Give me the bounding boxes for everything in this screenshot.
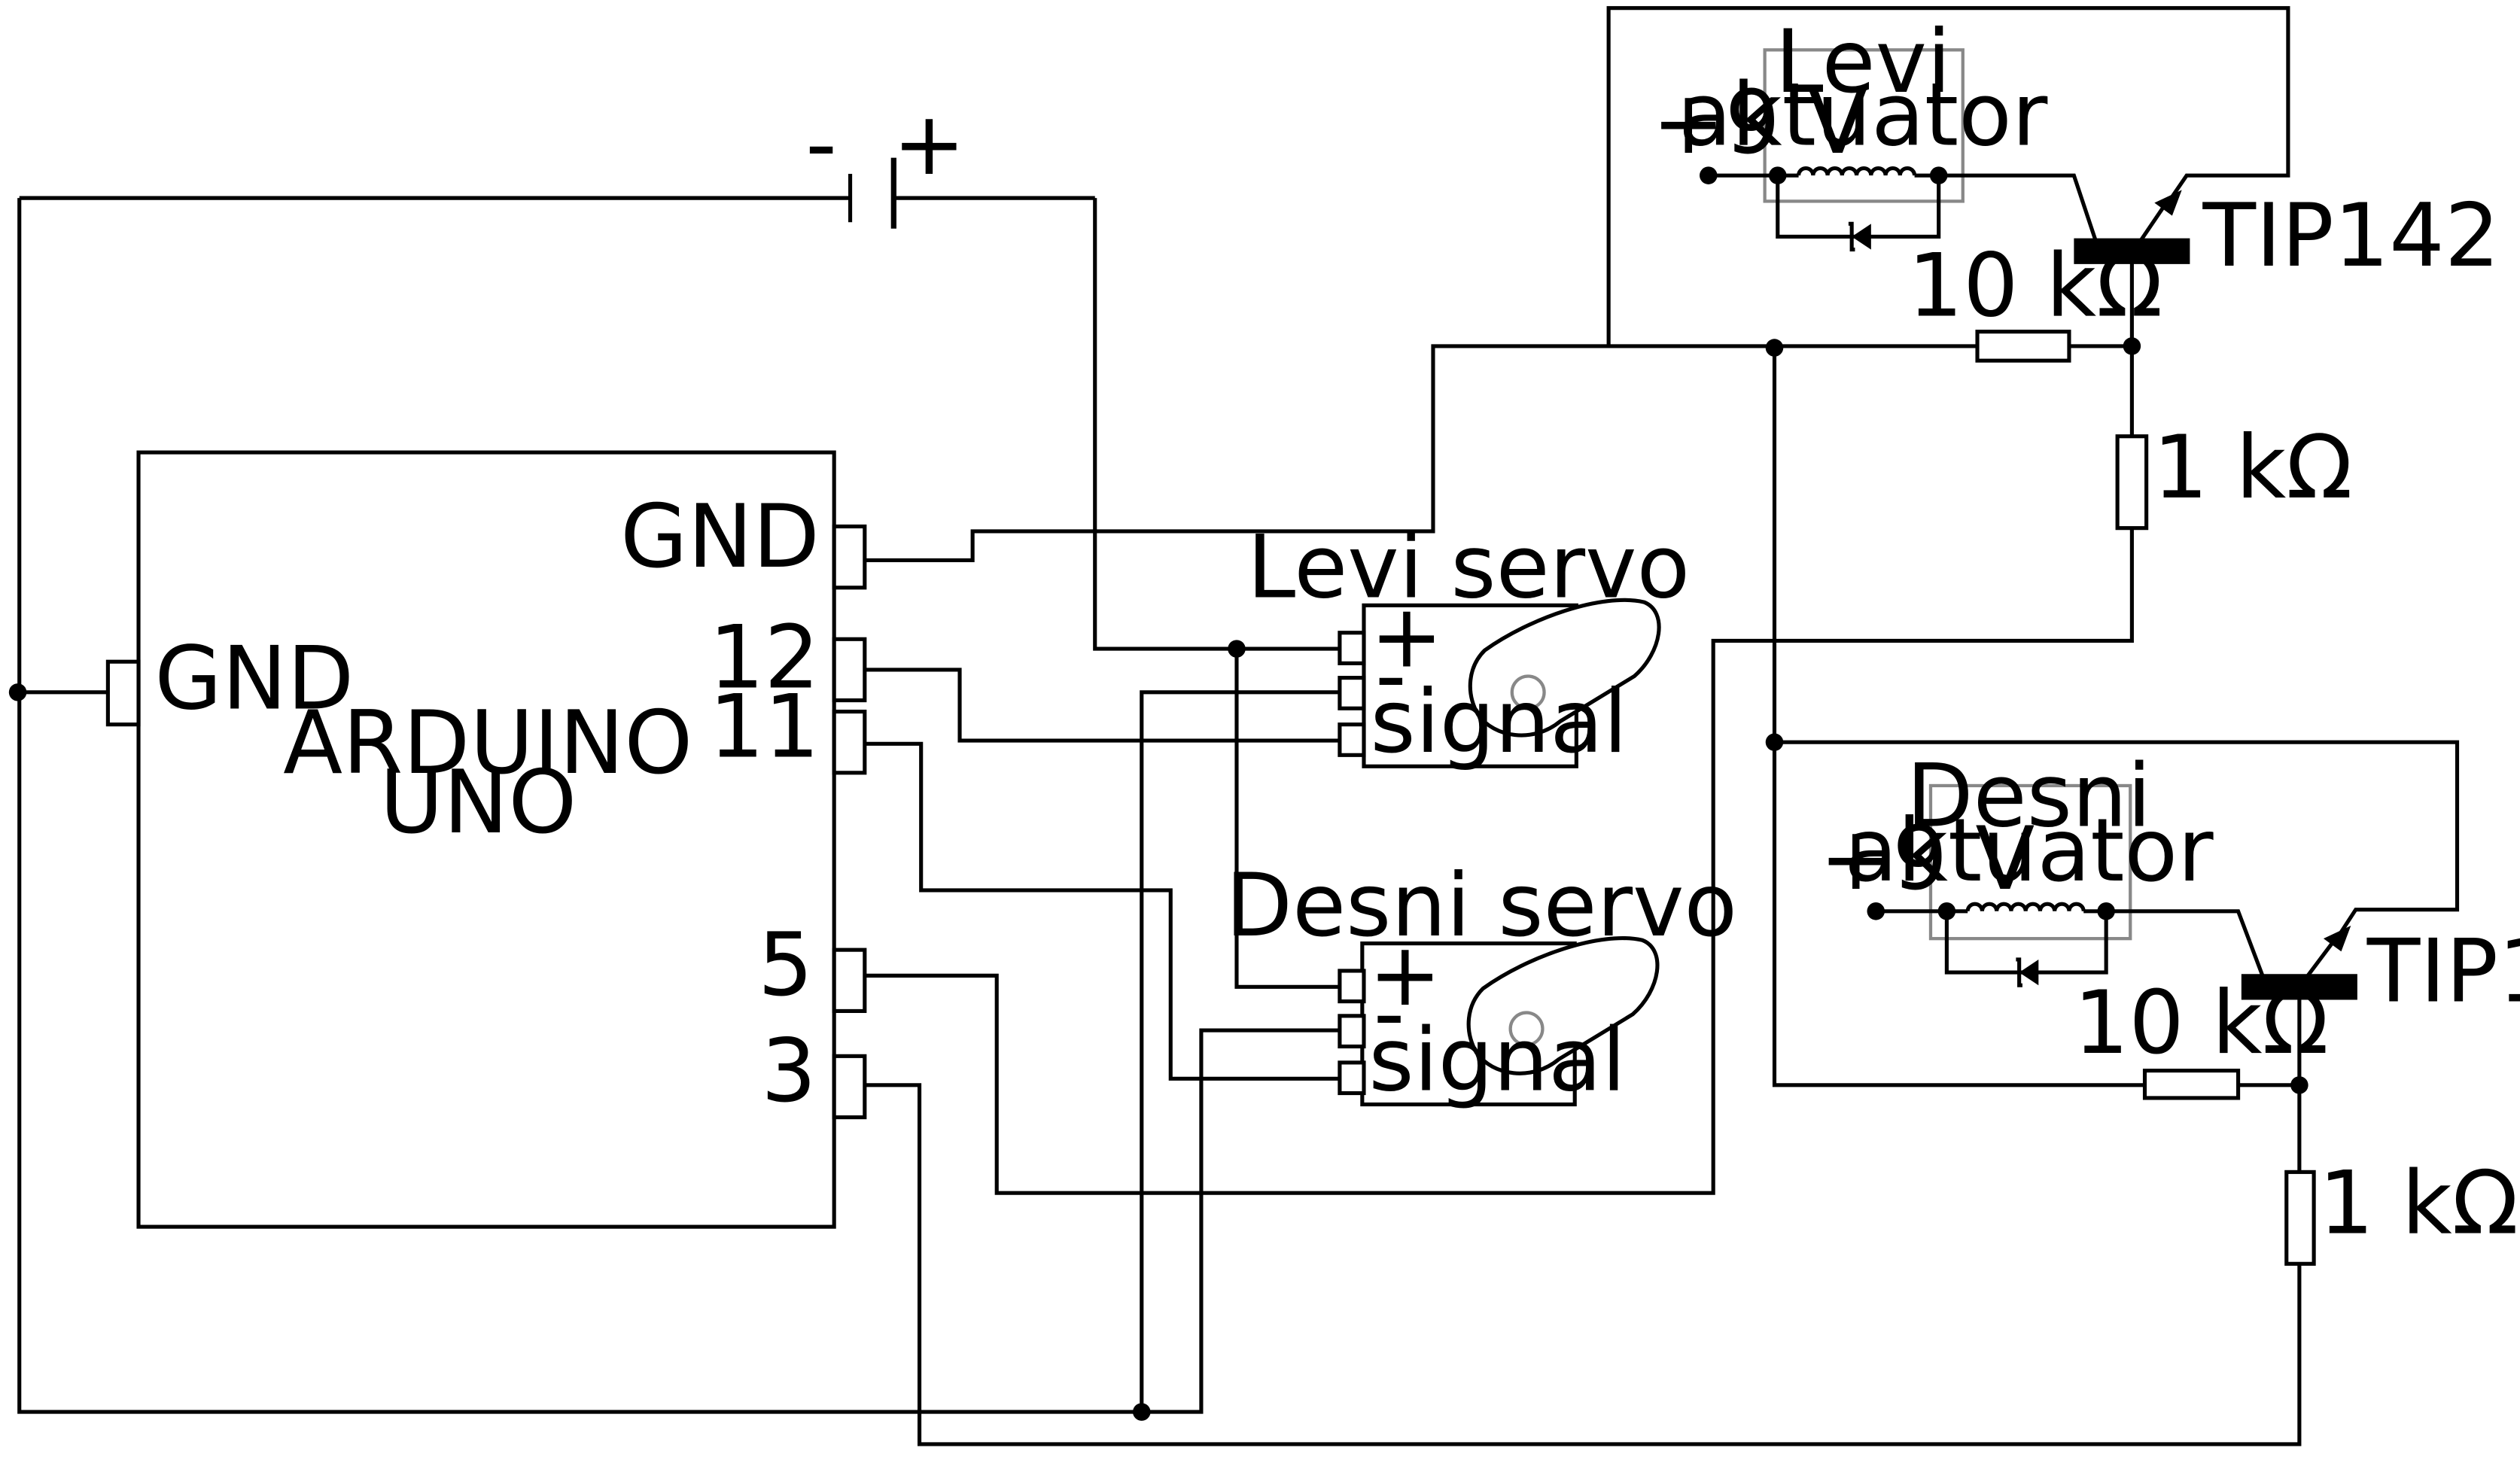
node-left-supply bbox=[1700, 166, 1718, 184]
actuator-left-line2: aktuator bbox=[1678, 65, 2048, 166]
servo-left-title: Levi servo bbox=[1247, 518, 1690, 619]
wire-left-diode-loop bbox=[1776, 175, 1941, 239]
servo-right-minus-label: - bbox=[1374, 963, 1405, 1064]
actuator-left-coil bbox=[1797, 166, 1917, 176]
pin-3-label: 3 bbox=[761, 1021, 817, 1122]
transistor-left-emitter bbox=[2132, 205, 2166, 253]
servo-left-pin-minus bbox=[1338, 676, 1366, 710]
transistor-left-arrow bbox=[2154, 190, 2182, 216]
pin-gnd-left-label: GND bbox=[154, 628, 354, 729]
junction-gnd-bottom bbox=[1133, 1403, 1151, 1421]
servo-right-title: Desni servo bbox=[1225, 856, 1737, 957]
transistor-right-label: TIP142 bbox=[2366, 922, 2520, 1023]
node-right-supply bbox=[1867, 902, 1885, 920]
wire-arduino-gnd-net bbox=[864, 344, 1978, 563]
servo-right-pin-plus bbox=[1338, 969, 1366, 1004]
pin-5 bbox=[832, 948, 867, 1014]
servo-left-pin-plus bbox=[1338, 631, 1366, 665]
transistor-left-label: TIP142 bbox=[2202, 186, 2500, 287]
wire-pin3-base-right bbox=[864, 1083, 2302, 1446]
transistor-right-arrow bbox=[2323, 926, 2351, 952]
pin-11-label: 11 bbox=[709, 677, 820, 777]
wire-ground-main bbox=[17, 198, 1340, 1414]
wire-right-emitter-return bbox=[1774, 740, 2460, 943]
resistor-left-pulldown-label: 1 kΩ bbox=[2153, 418, 2352, 519]
wire-pin11-signal bbox=[864, 741, 1340, 1081]
wire-gnd-vertical-bus bbox=[1772, 345, 2145, 1087]
resistor-right-pulldown bbox=[2284, 1170, 2316, 1266]
wire-pin5-base-left bbox=[864, 528, 2134, 1195]
resistor-right-base bbox=[2142, 1069, 2241, 1100]
junction-servo-plus bbox=[1228, 640, 1246, 658]
resistor-left-base-label: 10 kΩ bbox=[1908, 236, 2163, 336]
servo-left-signal-label: signal bbox=[1371, 672, 1628, 773]
arduino-board bbox=[136, 450, 836, 1229]
wire-servo-right-plus bbox=[1234, 649, 1340, 989]
wire-left-collector bbox=[1938, 173, 2100, 249]
pin-gnd-right bbox=[832, 524, 867, 590]
resistor-left-pulldown bbox=[2115, 434, 2149, 531]
wire-pin12-signal bbox=[864, 668, 1340, 743]
node-right-coil-a bbox=[1937, 902, 1956, 920]
arduino-name-line1: ARDUINO bbox=[283, 693, 692, 794]
servo-right-shaft bbox=[1508, 1011, 1545, 1047]
servo-right-plus-label: + bbox=[1368, 925, 1441, 1026]
servo-right-signal-label: signal bbox=[1368, 1010, 1626, 1111]
junction-gnd-left bbox=[8, 683, 27, 701]
pin-gnd-left bbox=[105, 659, 141, 727]
battery-minus-label: - bbox=[805, 94, 837, 195]
junction-gnd-mid bbox=[1765, 733, 1784, 751]
junction-gnd-top bbox=[1765, 339, 1784, 357]
resistor-right-pulldown-label: 1 kΩ bbox=[2319, 1154, 2518, 1255]
diode-left-bar bbox=[1848, 221, 1855, 252]
actuator-left-box bbox=[1763, 48, 1965, 203]
node-left-coil-a bbox=[1768, 166, 1787, 184]
junction-right-base bbox=[2290, 1076, 2308, 1094]
diode-left bbox=[1852, 224, 1871, 250]
actuator-right-line1: Desni bbox=[1907, 746, 2151, 847]
pin-3 bbox=[832, 1054, 867, 1120]
actuator-right-box bbox=[1928, 783, 2132, 941]
pin-gnd-right-label: GND bbox=[620, 487, 820, 588]
servo-left-minus-label: - bbox=[1375, 625, 1407, 726]
arduino-name-line2: UNO bbox=[379, 753, 577, 853]
servo-right-pin-signal bbox=[1338, 1060, 1366, 1096]
actuator-right-supply: +9 V bbox=[1819, 809, 2035, 910]
actuator-right-coil bbox=[1965, 902, 2086, 912]
diode-right bbox=[2019, 959, 2039, 986]
diode-right-bar bbox=[2016, 957, 2022, 987]
wire-servo-left-minus bbox=[1140, 690, 1340, 1413]
wire-servo-left-plus bbox=[1093, 198, 1340, 651]
pin-12-label: 12 bbox=[709, 607, 820, 708]
actuator-left-supply: +9 V bbox=[1652, 73, 1867, 174]
wire-right-diode-loop bbox=[1944, 911, 2108, 975]
pin-12 bbox=[832, 637, 867, 703]
servo-right-pin-minus bbox=[1338, 1014, 1366, 1049]
servo-left-plus-label: + bbox=[1371, 587, 1444, 688]
actuator-right-line2: aktuator bbox=[1844, 801, 2214, 902]
actuator-left-line1: Levi bbox=[1775, 12, 1951, 113]
battery-plus-label: + bbox=[893, 94, 966, 195]
pin-5-label: 5 bbox=[758, 915, 814, 1016]
resistor-right-base-label: 10 kΩ bbox=[2074, 973, 2329, 1074]
servo-left-pin-signal bbox=[1338, 722, 1366, 757]
servo-left-shaft bbox=[1510, 674, 1546, 710]
wire-right-collector bbox=[2106, 909, 2268, 984]
resistor-left-base bbox=[1975, 330, 2071, 363]
transistor-right-emitter bbox=[2297, 940, 2335, 988]
wire-left-emitter-return bbox=[1606, 6, 2290, 346]
junction-left-base bbox=[2123, 337, 2141, 355]
pin-11 bbox=[832, 709, 867, 775]
